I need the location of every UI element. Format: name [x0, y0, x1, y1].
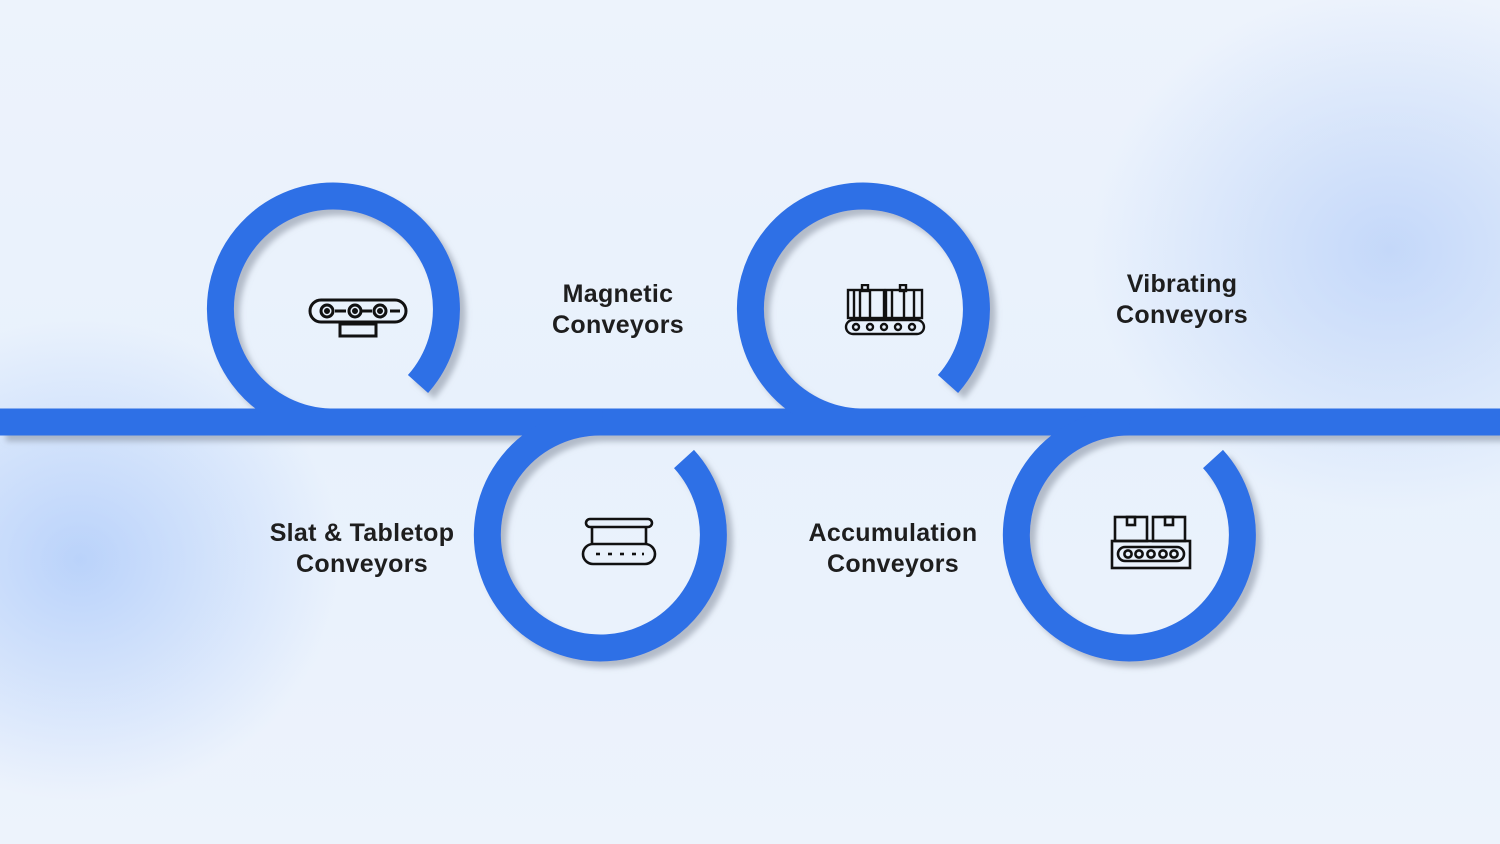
label-line-2: Conveyors [296, 550, 428, 578]
loop-1-ring [206, 182, 460, 436]
label-line-1: Slat & Tabletop [269, 519, 455, 547]
step-label-magnetic: Magnetic Conveyors [518, 279, 718, 341]
loop-4-ring [1002, 408, 1256, 662]
label-line-2: Conveyors [827, 550, 959, 578]
label-line-2: Conveyors [552, 311, 684, 339]
step-label-accumulation: Accumulation Conveyors [783, 518, 1003, 580]
label-line-1: Accumulation [808, 519, 978, 547]
loop-3-ring [736, 182, 990, 436]
slat-tabletop-conveyor-icon [581, 517, 657, 566]
label-line-1: Magnetic [562, 280, 674, 308]
step-label-vibrating: Vibrating Conveyors [1082, 269, 1282, 331]
label-line-2: Conveyors [1116, 301, 1248, 329]
accumulation-conveyor-icon [1110, 515, 1192, 570]
magnetic-conveyor-icon [308, 298, 408, 338]
label-line-1: Vibrating [1126, 270, 1238, 298]
step-label-slat-tabletop: Slat & Tabletop Conveyors [242, 518, 482, 580]
vibrating-conveyor-icon [844, 284, 926, 336]
loop-2-ring [473, 408, 727, 662]
